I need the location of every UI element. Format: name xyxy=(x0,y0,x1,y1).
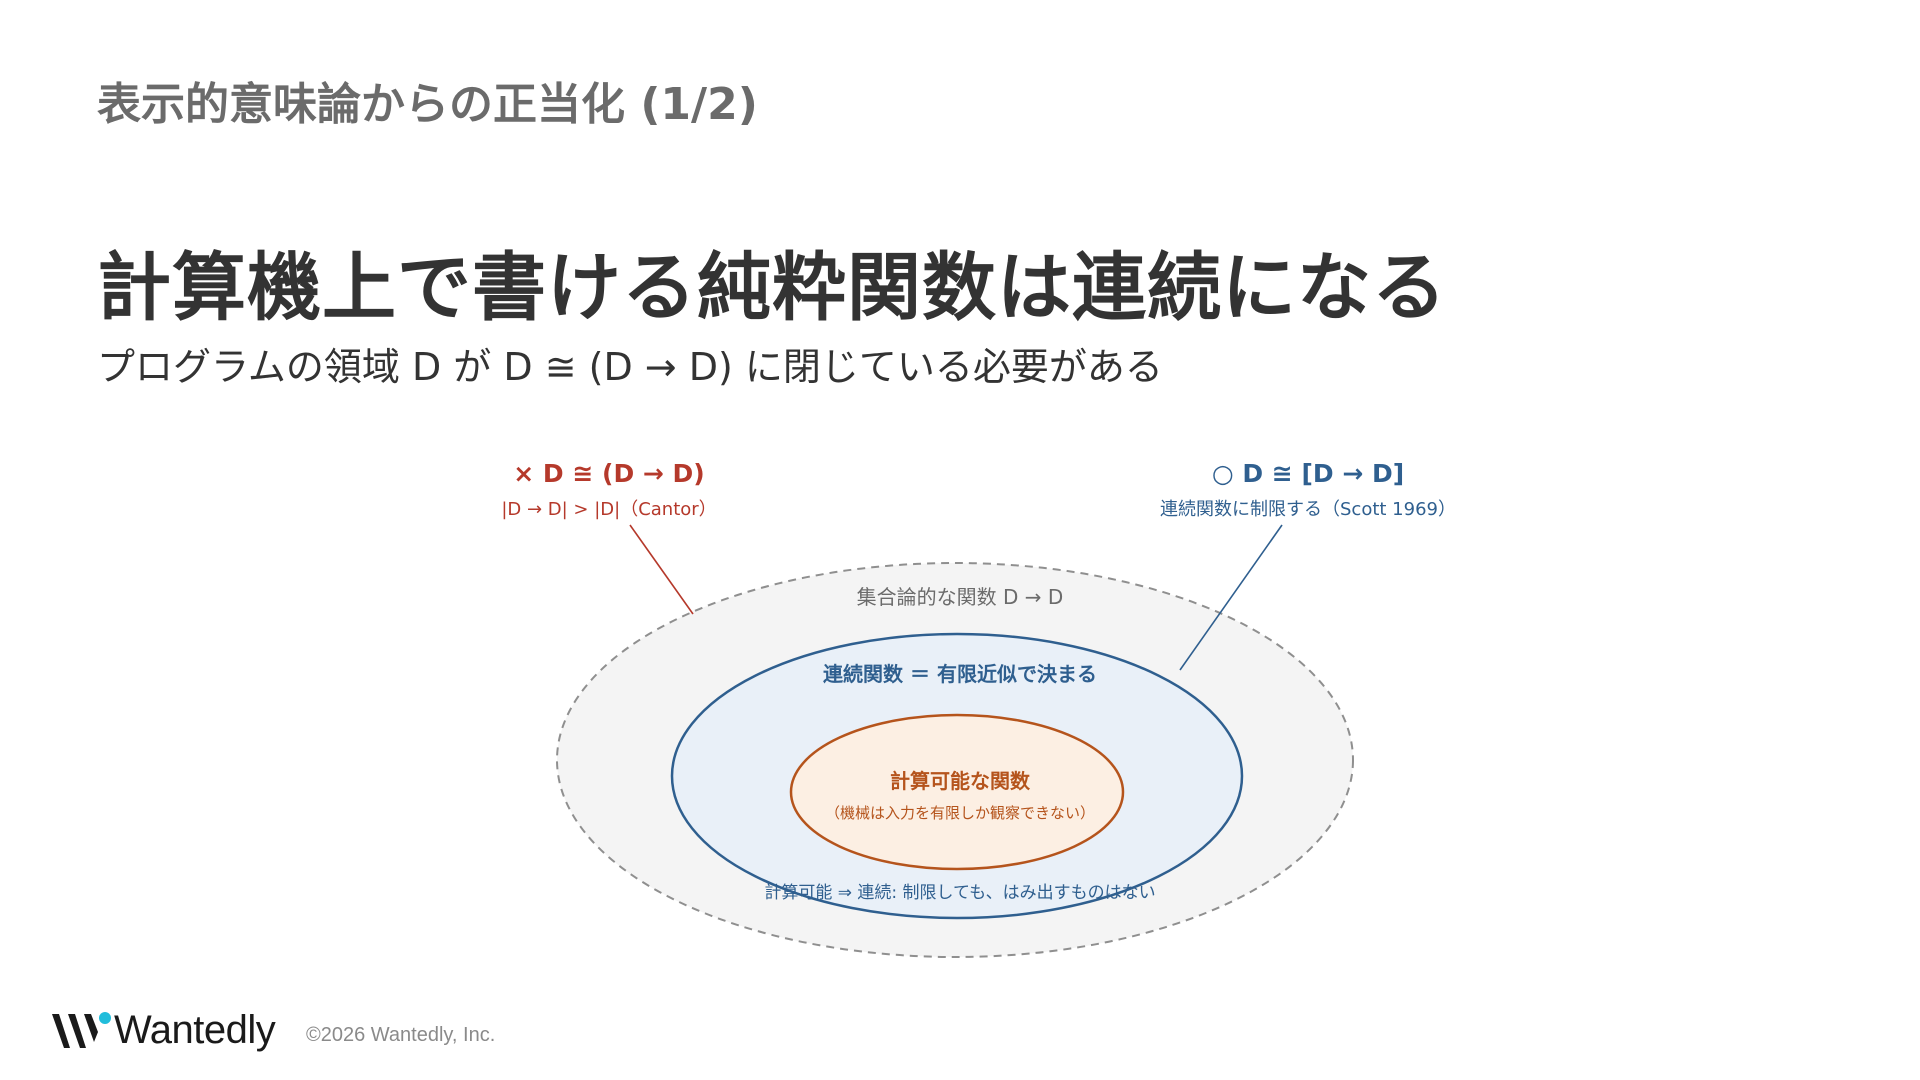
outer-set-label: 集合論的な関数 D → D xyxy=(857,585,1064,609)
copyright-notice: ©2026 Wantedly, Inc. xyxy=(306,1024,496,1046)
slide-subline: プログラムの領域 D が D ≅ (D → D) に閉じている必要がある xyxy=(97,345,1163,389)
wantedly-logo: Wantedly xyxy=(50,1008,276,1053)
right-callout-connector xyxy=(1179,524,1283,671)
inner-set-ellipse xyxy=(789,713,1125,871)
right-callout-note: 連続関数に制限する（Scott 1969） xyxy=(1160,499,1456,520)
bottom-note: 計算可能 ⇒ 連続: 制限しても、はみ出すものはない xyxy=(764,883,1155,903)
middle-set-label: 連続関数 ＝ 有限近似で決まる xyxy=(823,662,1097,686)
inner-set-label: 計算可能な関数 xyxy=(890,769,1031,793)
wantedly-logo-text: Wantedly xyxy=(114,1008,276,1052)
slide-headline: 計算機上で書ける純粋関数は連続になる xyxy=(97,245,1447,331)
left-callout-connector xyxy=(629,524,694,615)
section-title: 表示的意味論からの正当化 (1/2) xyxy=(97,79,758,130)
right-callout-title: ○ D ≅ [D → D] xyxy=(1212,459,1404,488)
left-callout-note: |D → D| > |D|（Cantor） xyxy=(501,499,716,520)
left-callout-title: × D ≅ (D → D) xyxy=(513,459,704,488)
wantedly-logo-mark-icon xyxy=(52,1011,111,1048)
inner-set-note: （機械は入力を有限しか観察できない） xyxy=(825,804,1095,822)
